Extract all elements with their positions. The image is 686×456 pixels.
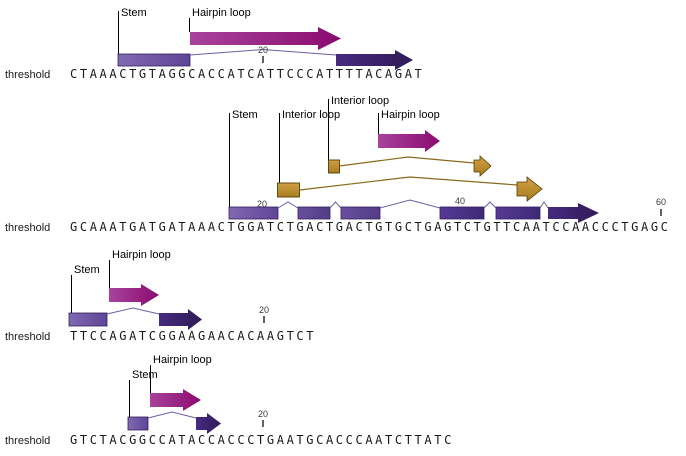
interior-loop-block[interactable] bbox=[328, 159, 340, 174]
stem-label: Stem bbox=[132, 369, 158, 381]
hairpin-loop-label: Hairpin loop bbox=[153, 354, 212, 366]
hairpin-loop-arrow[interactable] bbox=[378, 130, 440, 152]
stem-arrow[interactable] bbox=[159, 309, 202, 330]
tick-mark bbox=[263, 316, 265, 323]
threshold-label: threshold bbox=[5, 69, 51, 81]
tick-label: 20 bbox=[257, 409, 269, 419]
stem-block[interactable] bbox=[340, 206, 381, 220]
stem-connector bbox=[147, 411, 197, 419]
hairpin-loop-arrow[interactable] bbox=[150, 389, 201, 411]
sequence-text[interactable]: TTCCAGATCGGAAGAACACAAGTCT bbox=[70, 329, 317, 343]
stem-connector bbox=[329, 201, 342, 209]
interior-loop-label: Interior loop bbox=[331, 95, 390, 107]
interior-loop-line bbox=[299, 176, 518, 191]
interior-loop-block[interactable] bbox=[277, 182, 300, 198]
interior-loop-arrow[interactable] bbox=[473, 155, 492, 177]
sequence-text[interactable]: GCAAATGATGATAAACTGGATCTGACTGACTGTGCTGAGT… bbox=[70, 220, 671, 234]
stem-label: Stem bbox=[121, 7, 147, 19]
stem-connector bbox=[277, 201, 299, 209]
hairpin-loop-label: Hairpin loop bbox=[192, 7, 251, 19]
interior-loop-label: Interior loop bbox=[282, 109, 341, 121]
sequence-text[interactable]: CTAAACTGTAGGCACCATCATTCCCATTTTACAGAT bbox=[70, 67, 425, 81]
hairpin-loop-label: Hairpin loop bbox=[381, 109, 440, 121]
threshold-label: threshold bbox=[5, 222, 51, 234]
hairpin-loop-arrow[interactable] bbox=[109, 284, 159, 306]
tick-mark bbox=[262, 56, 264, 63]
stem-arrow[interactable] bbox=[336, 50, 413, 70]
stem-connector bbox=[483, 201, 497, 209]
stem-block[interactable] bbox=[495, 206, 541, 220]
stem-arrow[interactable] bbox=[196, 413, 221, 434]
stem-block[interactable] bbox=[439, 206, 485, 220]
stem-label: Stem bbox=[232, 109, 258, 121]
tick-mark bbox=[660, 209, 662, 216]
threshold-label: threshold bbox=[5, 435, 51, 447]
tick-label: 20 bbox=[256, 199, 268, 209]
stem-connector bbox=[189, 48, 337, 56]
sequence-text[interactable]: GTCTACGGCCATACCACCCTGAATGCACCCAATCTTATC bbox=[70, 433, 454, 447]
hairpin-loop-label: Hairpin loop bbox=[112, 249, 171, 261]
interior-loop-arrow[interactable] bbox=[516, 176, 543, 202]
threshold-label: threshold bbox=[5, 331, 51, 343]
stem-block[interactable] bbox=[117, 53, 191, 67]
interior-loop-line bbox=[339, 156, 475, 167]
stem-label: Stem bbox=[74, 264, 100, 276]
tick-label: 60 bbox=[655, 197, 667, 207]
stem-block[interactable] bbox=[68, 312, 108, 327]
stem-block[interactable] bbox=[127, 416, 149, 431]
hairpin-loop-arrow[interactable] bbox=[190, 27, 341, 50]
stem-block[interactable] bbox=[297, 206, 331, 220]
stem-connector bbox=[106, 307, 160, 315]
stem-connector bbox=[379, 199, 441, 209]
tick-label: 20 bbox=[257, 45, 269, 55]
stem-arrow[interactable] bbox=[548, 203, 599, 223]
tick-label: 40 bbox=[454, 196, 466, 206]
tick-label: 20 bbox=[258, 305, 270, 315]
tick-mark bbox=[262, 420, 264, 427]
stem-block[interactable] bbox=[228, 206, 279, 220]
stem-connector bbox=[539, 201, 549, 209]
